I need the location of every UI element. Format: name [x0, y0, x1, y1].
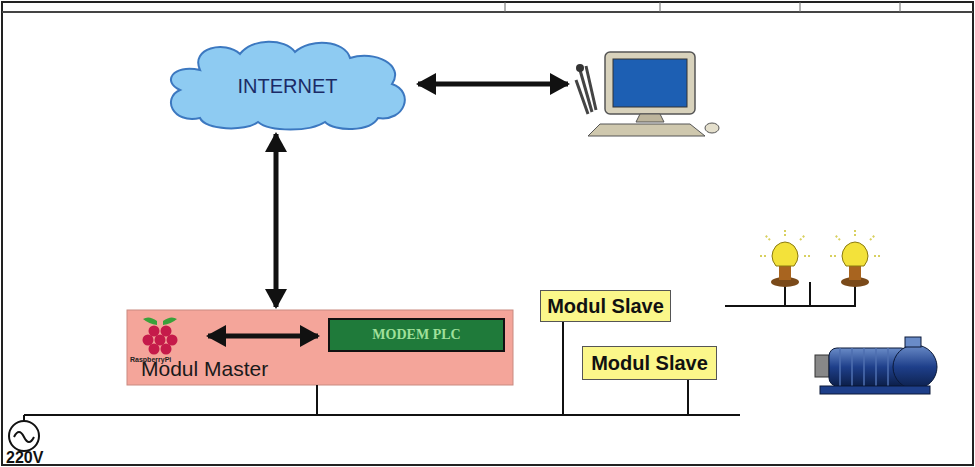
node-label: INTERNET: [238, 75, 338, 98]
double-arrow: [274, 134, 279, 307]
power-line: [24, 414, 40, 416]
node-label: MODEM PLC: [372, 327, 460, 343]
modem-box: MODEM PLC: [328, 318, 505, 352]
master-fill: [127, 310, 513, 385]
pump-icon: [815, 337, 937, 394]
double-arrow: [418, 82, 568, 87]
voltage-label: 220V: [6, 449, 43, 467]
header-cell: [505, 2, 506, 12]
node-label: Modul Slave: [547, 295, 664, 318]
lamp-icon: [830, 230, 880, 287]
ac-source-symbol: [9, 421, 39, 451]
logo-caption: RaspberryPi: [130, 356, 171, 363]
ac-wave: [14, 432, 34, 442]
header-cell: [660, 2, 661, 12]
cloud-node: INTERNET: [160, 40, 415, 132]
computer-icon: [576, 52, 719, 136]
header-rule: [2, 11, 973, 13]
slave-box: Modul Slave: [540, 290, 671, 322]
node-label: Modul Slave: [591, 352, 708, 375]
header-cell: [800, 2, 801, 12]
double-arrow: [208, 334, 318, 339]
lamp-icon: [760, 230, 810, 287]
slave-box: Modul Slave: [582, 346, 717, 380]
raspberry-pi-logo: [143, 317, 178, 354]
master-box: Modul MasterMODEM PLC: [127, 310, 513, 385]
header-cell: [900, 2, 901, 12]
power-line: [317, 380, 688, 415]
